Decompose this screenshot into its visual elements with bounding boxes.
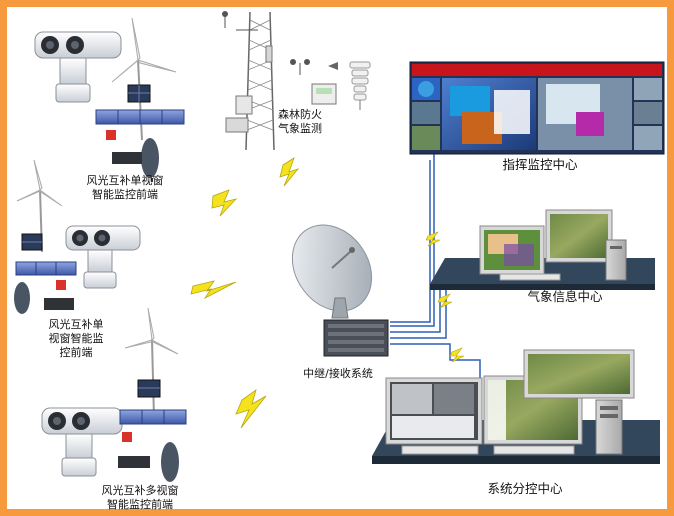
wireless-link-lightning [190, 157, 300, 429]
wireless-antenna-icon [14, 282, 30, 314]
solar-panel-icon [127, 84, 151, 103]
controller-icon [106, 130, 116, 140]
keyboard-icon [499, 273, 561, 281]
label-line: 智能监控前端 [107, 498, 173, 511]
label-branch-center: 系统分控中心 [487, 481, 563, 496]
satellite-dish-icon [291, 224, 373, 319]
thermal-camera-icon [41, 407, 123, 477]
lightning-icon [211, 189, 238, 217]
video-wall-banner [412, 64, 662, 76]
battery-pack-icon [119, 409, 187, 425]
controller-icon [122, 432, 132, 442]
wireless-antenna-icon [141, 138, 159, 182]
label-line: 森林防火 [278, 108, 322, 121]
label-line: 风光互补单视窗 [86, 174, 164, 187]
equipment-cabinet-icon [225, 117, 249, 133]
encoder-box-icon [112, 152, 142, 164]
solar-panel-icon [137, 379, 161, 398]
label-weather-center: 气象信息中心 [527, 289, 603, 304]
label-line: 气象监测 [278, 122, 322, 135]
weather-sensor-icon [222, 11, 273, 115]
lightning-icon [279, 157, 300, 187]
thermal-camera-icon [34, 31, 122, 103]
label-camera-single-2: 风光互补单 视窗智能监 控前端 [36, 318, 116, 360]
command-center-video-wall [409, 61, 665, 155]
keyboard-icon [493, 445, 575, 455]
pc-tower-icon [595, 399, 623, 455]
branch-control-center-workstation [372, 349, 660, 464]
label-line: 风光互补单 [48, 318, 104, 331]
label-weather-station: 森林防火 气象监测 [262, 108, 338, 136]
monitor-icon [479, 225, 545, 275]
weather-info-center-workstation [430, 209, 655, 290]
solar-panel-icon [21, 233, 43, 251]
weather-monitoring-tower [222, 11, 371, 151]
label-command-center: 指挥监控中心 [502, 157, 578, 172]
camera-unit-multi [41, 307, 187, 482]
label-line: 视窗智能监 [48, 332, 104, 345]
battery-pack-icon [95, 109, 185, 125]
monitor-icon [523, 349, 635, 399]
label-relay-system: 中继/接收系统 [303, 367, 373, 380]
encoder-box-icon [118, 456, 150, 468]
keyboard-icon [401, 445, 479, 455]
video-wall-screen [412, 78, 662, 150]
label-camera-multi: 风光互补多视窗 智能监控前端 [80, 484, 200, 512]
camera-unit-single-2 [14, 159, 141, 314]
anemometer-icon [290, 59, 338, 75]
relay-receiver-rack-icon [323, 319, 389, 357]
label-line: 智能监控前端 [92, 188, 158, 201]
lightning-icon [190, 280, 237, 300]
wireless-link-markers [425, 231, 465, 363]
wind-turbine-icon [124, 307, 179, 419]
label-line: 风光互补多视窗 [101, 484, 179, 497]
battery-pack-icon [15, 261, 77, 276]
thermal-camera-icon [65, 225, 141, 289]
data-logger-icon [311, 83, 337, 105]
encoder-box-icon [44, 298, 74, 310]
monitor-icon [385, 377, 483, 445]
pc-tower-icon [605, 239, 627, 281]
rain-shield-icon [349, 61, 371, 110]
label-line: 控前端 [59, 346, 93, 359]
lightning-icon [235, 389, 267, 429]
label-camera-single-1: 风光互补单视窗 智能监控前端 [70, 174, 180, 202]
wireless-antenna-icon [161, 442, 179, 482]
monitor-icon [545, 209, 613, 263]
camera-unit-single-1 [34, 17, 185, 182]
controller-icon [56, 280, 66, 290]
